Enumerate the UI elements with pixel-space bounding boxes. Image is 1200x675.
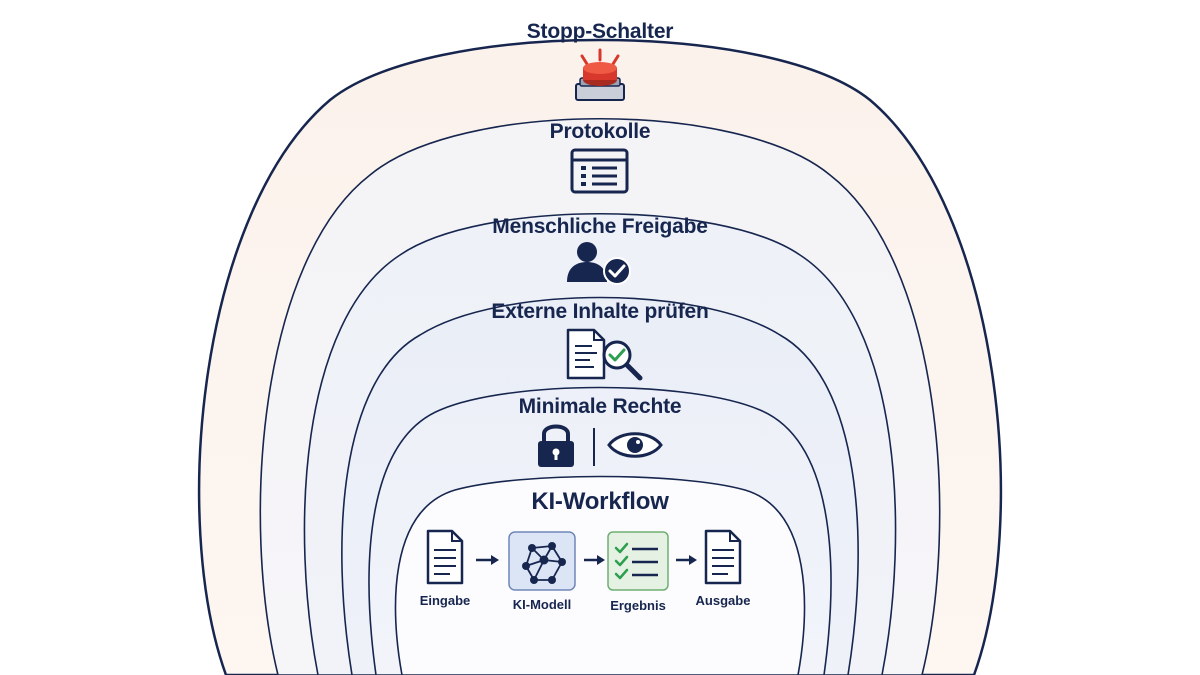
log-list-icon [570, 148, 629, 194]
document-inspect-icon [566, 328, 643, 381]
eye-icon [607, 432, 663, 458]
emergency-stop-button-icon [575, 48, 625, 101]
layer-title-externe-inhalte: Externe Inhalte prüfen [491, 300, 709, 323]
arrow-right-icon [476, 555, 499, 565]
step-label-ki-modell: KI-Modell [512, 597, 572, 612]
user-check-icon [567, 242, 631, 285]
step-label-ergebnis: Ergebnis [610, 598, 666, 613]
step-label-eingabe: Eingabe [419, 593, 471, 608]
arrow-right-icon [584, 555, 605, 565]
layer-title-stopp-schalter: Stopp-Schalter [526, 20, 674, 43]
input-document-icon [426, 529, 464, 585]
checklist-icon [607, 531, 669, 591]
neural-network-icon [508, 531, 576, 591]
output-document-icon [704, 529, 742, 585]
arrow-right-icon [676, 555, 697, 565]
lock-icon [538, 424, 574, 467]
step-label-ausgabe: Ausgabe [695, 593, 751, 608]
layer-ki-workflow [394, 475, 806, 675]
layer-title-menschliche-freigabe: Menschliche Freigabe [492, 215, 708, 238]
layer-title-ki-workflow: KI-Workflow [531, 488, 669, 515]
layer-title-minimale-rechte: Minimale Rechte [518, 395, 682, 418]
layer-title-protokolle: Protokolle [549, 120, 651, 143]
